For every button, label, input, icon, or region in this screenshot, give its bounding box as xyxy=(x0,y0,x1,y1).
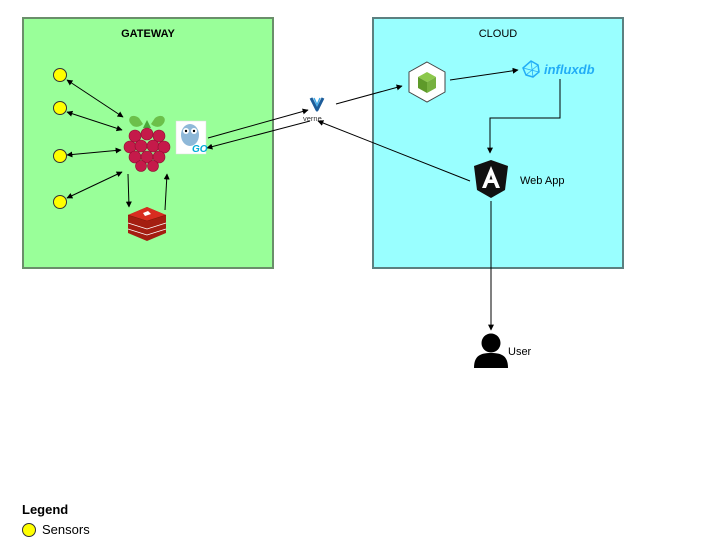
user-icon xyxy=(474,333,508,368)
influx-angular-arrow xyxy=(487,79,561,154)
webapp-label: Web App xyxy=(520,175,565,187)
cloud-title: CLOUD xyxy=(478,28,518,40)
go-label: GO xyxy=(192,144,208,155)
sensor-pi-arrow xyxy=(66,147,122,158)
sensor-icon xyxy=(53,195,67,209)
influxdb-label: influxdb xyxy=(544,62,595,77)
raspberry-pi-icon xyxy=(123,115,171,172)
go-icon: GO xyxy=(175,120,208,155)
redis-pi-arrow xyxy=(163,173,170,211)
vernemq-icon: verne xyxy=(303,97,325,123)
verne-go-arrow xyxy=(206,120,311,150)
verne-node-arrow xyxy=(335,84,403,105)
legend-item-sensors: Sensors xyxy=(22,522,90,537)
angular-verne-arrow xyxy=(317,120,471,182)
sensor-icon xyxy=(53,149,67,163)
sensor-icon xyxy=(53,68,67,82)
sensor-pi-arrow xyxy=(66,110,123,132)
sensor-icon xyxy=(53,101,67,115)
verne-label: verne xyxy=(303,114,322,123)
go-verne-arrow xyxy=(207,108,309,139)
nodejs-icon xyxy=(408,61,446,103)
sensor-pi-arrow xyxy=(66,79,124,118)
legend-sensors-label: Sensors xyxy=(42,522,90,537)
sensor-legend-icon xyxy=(22,522,36,537)
angular-icon xyxy=(474,160,508,198)
sensor-pi-arrow xyxy=(66,171,123,199)
gateway-title: GATEWAY xyxy=(121,28,175,40)
pi-redis-arrow xyxy=(125,173,132,208)
legend-title: Legend xyxy=(22,502,69,517)
redis-icon xyxy=(127,207,167,241)
user-label: User xyxy=(508,346,532,358)
influxdb-icon: influxdb xyxy=(522,60,595,78)
node-influx-arrow xyxy=(449,67,519,81)
